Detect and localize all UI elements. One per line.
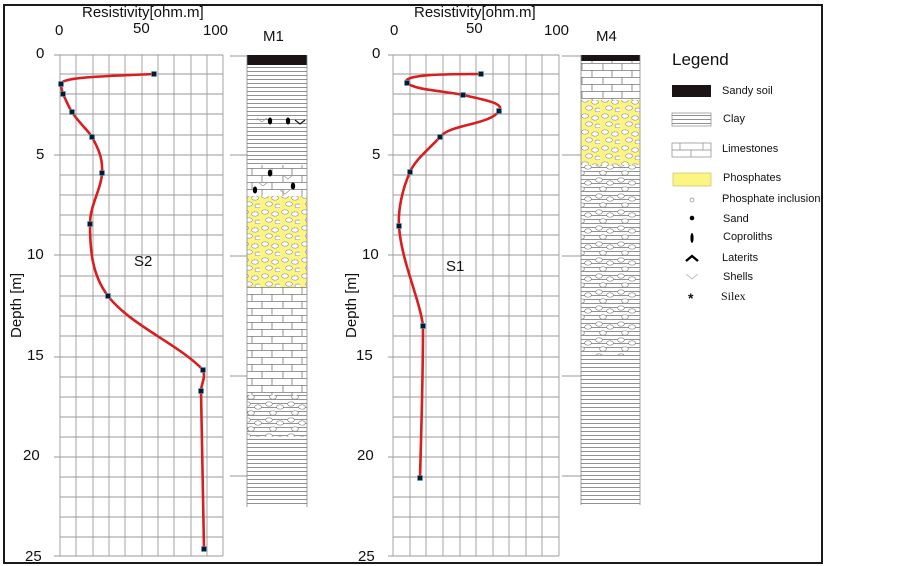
legend-item-phosphates: Phosphates [723, 172, 782, 184]
s2-x-tick-0: 0 [55, 22, 64, 39]
s2-x-tick-100: 100 [203, 22, 229, 39]
legend-item-clay: Clay [723, 113, 746, 125]
s1-grid [388, 54, 581, 557]
s2-y-tick-15: 15 [27, 347, 44, 364]
s2-data-markers [58, 71, 207, 552]
figure-frame [3, 4, 823, 564]
s1-y-tick-15: 15 [356, 347, 373, 364]
s1-y-tick-0: 0 [372, 45, 381, 62]
m1-column-title: M1 [263, 28, 284, 45]
s2-y-tick-0: 0 [36, 45, 45, 62]
m4-column-title: M4 [596, 28, 617, 45]
s2-resistivity-curve [59, 72, 206, 550]
s2-y-tick-25: 25 [25, 548, 42, 565]
s1-y-tick-20: 20 [357, 447, 374, 464]
s2-y-tick-20: 20 [23, 447, 40, 464]
s2-profile-label: S2 [134, 253, 153, 270]
s1-y-axis-title: Depth [m] [343, 272, 360, 338]
silex-asterisk-icon: * [688, 290, 694, 306]
s2-y-tick-10: 10 [27, 246, 44, 263]
s2-y-tick-5: 5 [36, 146, 45, 163]
s1-data-markers [396, 71, 502, 481]
s1-y-tick-10: 10 [362, 246, 379, 263]
s1-y-tick-25: 25 [358, 548, 375, 565]
m1-lithology-column [246, 55, 308, 507]
legend-item-laterits: Laterits [722, 252, 759, 264]
s2-grid [54, 54, 247, 557]
s2-x-axis-title: Resistivity[ohm.m] [82, 4, 204, 21]
legend-item-sandy-soil: Sandy soil [722, 85, 773, 97]
s1-x-tick-50: 50 [466, 20, 483, 37]
legend-item-coproliths: Coproliths [723, 231, 773, 243]
s1-x-tick-100: 100 [544, 22, 570, 39]
legend-item-sand: Sand [723, 213, 749, 225]
s1-x-axis-title: Resistivity[ohm.m] [414, 4, 536, 21]
m4-lithology-column [580, 55, 641, 505]
s2-x-tick-50: 50 [133, 20, 150, 37]
legend-item-silex: Silex [721, 289, 746, 303]
legend-title: Legend [672, 50, 729, 69]
s1-profile-label: S1 [446, 258, 465, 275]
s1-y-tick-5: 5 [372, 146, 381, 163]
legend-item-shells: Shells [723, 271, 753, 283]
legend-symbols [671, 85, 712, 280]
s1-x-tick-0: 0 [390, 22, 399, 39]
s2-y-axis-title: Depth [m] [8, 272, 25, 338]
legend-item-phosphate-inclusion: Phosphate inclusion [722, 193, 821, 205]
legend-item-limestones: Limestones [722, 143, 779, 155]
